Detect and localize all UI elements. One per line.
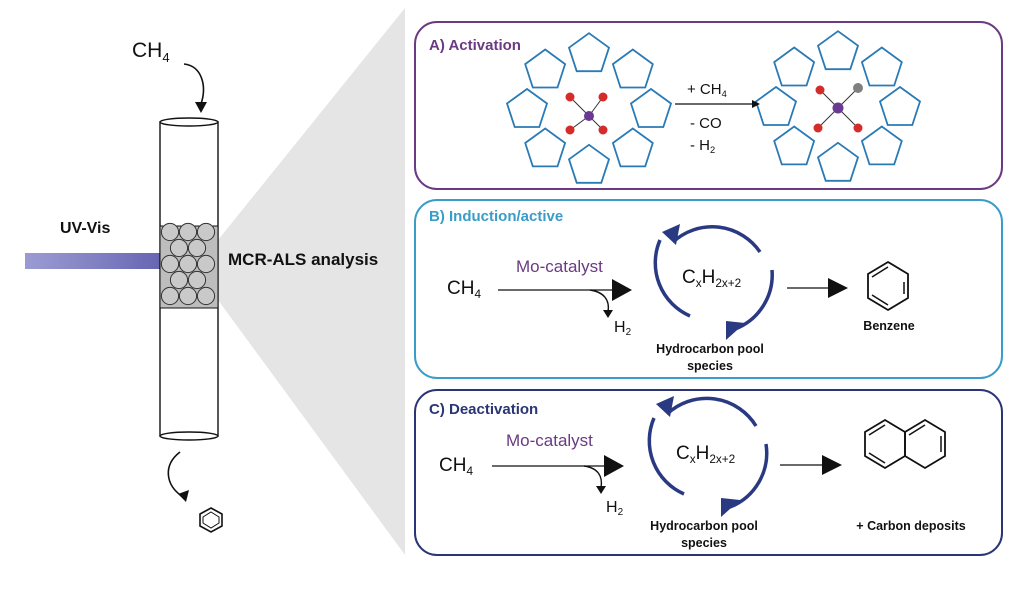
deactivation-pool-caption-2: species: [681, 536, 727, 550]
panel-induction: [414, 199, 1003, 379]
induction-product: Benzene: [863, 319, 915, 333]
induction-pool-formula: CxH2x+2: [682, 267, 742, 291]
deactivation-title: C) Deactivation: [429, 401, 539, 418]
induction-h2: H2: [614, 319, 632, 339]
deactivation-h2: H2: [606, 499, 624, 519]
catalyst-particle: [169, 270, 189, 290]
outlet-arrowhead: [178, 490, 189, 502]
induction-pool-caption-1: Hydrocarbon pool: [656, 342, 764, 356]
catalyst-particle: [187, 238, 207, 258]
induction-cycle-arrowhead-top: [662, 224, 680, 245]
induction-arrowhead-1: [612, 279, 632, 301]
uv-beam: [25, 253, 165, 269]
induction-pool-caption-2: species: [687, 359, 733, 373]
deactivation-reactant: CH4: [439, 455, 473, 479]
zeolite-ring: [860, 46, 903, 87]
deactivation-h2-arrowhead: [596, 486, 606, 494]
induction-catalyst: Mo-catalyst: [516, 257, 603, 276]
zeolite-ring: [773, 46, 816, 87]
induction-cycle-right: [734, 269, 774, 331]
induction-cycle-arrowhead-bottom: [726, 321, 745, 340]
mo-carbide-cluster-right: [813, 83, 863, 133]
induction-title: B) Induction/active: [429, 208, 564, 225]
panel-deactivation: [414, 389, 1003, 556]
deactivation-product: + Carbon deposits: [856, 519, 966, 533]
catalyst-bed: [160, 222, 216, 306]
deactivation-h2-branch: [583, 465, 603, 489]
catalyst-particle: [169, 238, 189, 258]
deactivation-arrowhead-2: [822, 455, 842, 475]
deactivation-cycle-left: [647, 417, 685, 496]
catalyst-particle: [196, 254, 216, 274]
catalyst-particle: [178, 254, 198, 274]
feed-label: CH4: [132, 39, 170, 65]
induction-cycle-top: [671, 225, 762, 253]
deactivation-catalyst: Mo-catalyst: [506, 431, 593, 450]
deactivation-cycle-arrowhead-bottom: [721, 498, 740, 517]
zeolite-ring: [816, 30, 860, 71]
panel-activation: [414, 21, 1003, 190]
benzene-double-bond-3: [871, 294, 889, 306]
activation-minus-co: - CO: [690, 115, 722, 132]
outlet-arrow: [167, 451, 184, 498]
activation-title: A) Activation: [429, 37, 521, 54]
zeolite-ring: [611, 48, 654, 89]
zeolite-framework-right: [754, 30, 922, 182]
induction-h2-branch: [589, 289, 610, 313]
zeolite-ring: [860, 125, 903, 166]
catalyst-particle: [160, 254, 180, 274]
mcr-als-label: MCR-ALS analysis: [228, 250, 379, 269]
zoom-wedge: [218, 8, 405, 555]
catalyst-particle: [160, 286, 180, 306]
deactivation-cycle-arrowhead-top: [656, 396, 674, 417]
catalyst-particle: [196, 222, 216, 242]
zeolite-ring: [524, 127, 567, 168]
outlet-benzene-inner: [202, 511, 220, 529]
deactivation-cycle-top: [665, 396, 758, 427]
catalyst-particle: [196, 286, 216, 306]
catalyst-particle: [187, 270, 207, 290]
zeolite-ring: [611, 127, 654, 168]
zeolite-ring: [816, 141, 860, 182]
uv-vis-label: UV-Vis: [60, 220, 111, 237]
catalyst-particle: [178, 222, 198, 242]
mo-oxo-cluster-left: [565, 92, 608, 135]
zeolite-ring: [505, 87, 549, 128]
zeolite-ring: [524, 48, 567, 89]
outlet-benzene: [199, 507, 223, 533]
zeolite-ring: [629, 87, 673, 128]
activation-plus-ch4: + CH4: [687, 81, 727, 100]
induction-cycle-left: [653, 239, 691, 318]
catalyst-particle: [160, 222, 180, 242]
feed-arrow: [183, 63, 205, 105]
induction-reactant: CH4: [447, 278, 481, 302]
feed-arrowhead: [195, 102, 207, 113]
catalyst-particle: [178, 286, 198, 306]
deactivation-pool-caption-1: Hydrocarbon pool: [650, 519, 758, 533]
benzene-double-bond-1: [871, 266, 889, 278]
induction-h2-arrowhead: [603, 310, 613, 318]
zeolite-ring: [773, 125, 816, 166]
naphthalene-structure: [864, 418, 946, 470]
zeolite-framework-left: [505, 32, 673, 184]
deactivation-arrowhead-1: [604, 455, 624, 477]
zeolite-ring: [567, 143, 611, 184]
activation-arrowhead: [752, 100, 760, 108]
deactivation-cycle-right: [729, 443, 769, 509]
zeolite-ring: [754, 85, 798, 126]
induction-arrowhead-2: [828, 278, 848, 298]
activation-minus-h2: - H2: [690, 137, 716, 156]
benzene-structure: [867, 260, 909, 312]
zeolite-ring: [878, 85, 922, 126]
deactivation-pool-formula: CxH2x+2: [676, 443, 736, 467]
zeolite-ring: [567, 32, 611, 73]
